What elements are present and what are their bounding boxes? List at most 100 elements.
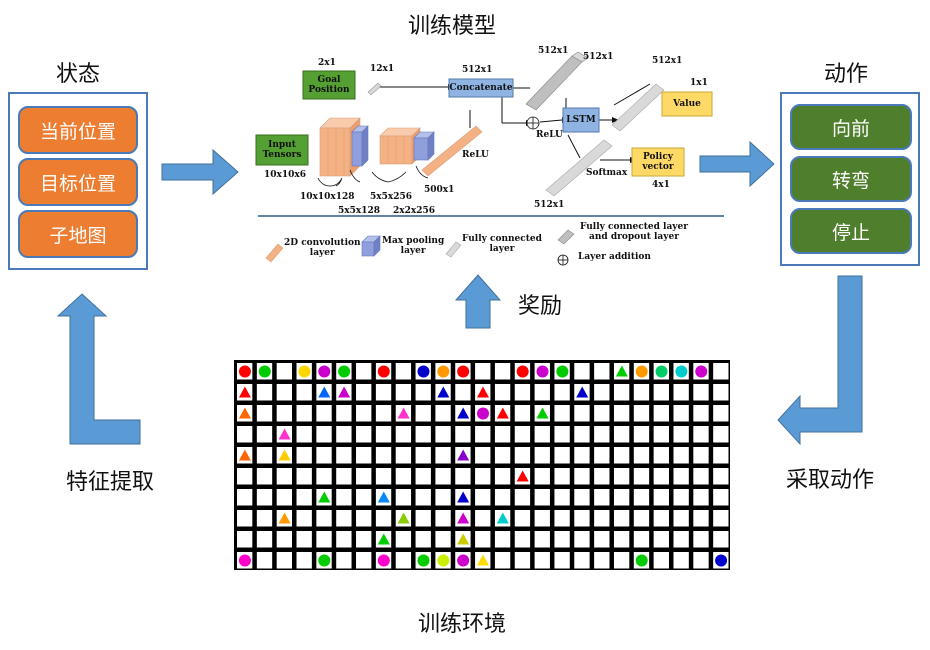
- reward-label: 奖励: [518, 294, 563, 319]
- legend-fc-icon: [445, 241, 462, 258]
- grid-cell: [435, 489, 451, 506]
- grid-cell: [594, 510, 610, 527]
- grid-cell: [237, 531, 253, 548]
- legend-pool-icon: [361, 235, 381, 257]
- grid-cell: [613, 384, 630, 401]
- goal-marker: [477, 407, 489, 420]
- grid-cell: [673, 468, 689, 485]
- grid-cell: [356, 552, 372, 569]
- grid-cell: [594, 405, 610, 422]
- grid-cell: [594, 447, 610, 464]
- goal-marker: [556, 365, 569, 378]
- grid-cell: [395, 447, 412, 464]
- grid-cell: [693, 447, 709, 464]
- grid-cell: [554, 531, 570, 548]
- grid-cell: [534, 510, 550, 527]
- arrow-take-action: [777, 275, 863, 446]
- grid-cell: [276, 363, 293, 380]
- grid-cell: [435, 531, 451, 548]
- agent-marker: [338, 386, 351, 398]
- grid-cell: [356, 489, 372, 506]
- concat-dim-label: 512x1: [462, 65, 493, 75]
- grid-cell: [514, 447, 531, 464]
- goal-fc-dim-label: 12x1: [370, 64, 395, 74]
- grid-cell: [673, 384, 689, 401]
- action-item-stop: 停止: [790, 208, 912, 254]
- goal-marker: [635, 554, 648, 567]
- grid-cell: [296, 384, 312, 401]
- grid-cell: [554, 510, 570, 527]
- grid-cell: [574, 447, 590, 464]
- agent-marker: [615, 365, 628, 377]
- fc-500-layer: [421, 125, 483, 177]
- grid-cell: [613, 426, 630, 443]
- train-model-title: 训练模型: [408, 14, 497, 39]
- grid-cell: [574, 363, 590, 380]
- input-tensors-box: [255, 134, 309, 166]
- grid-cell: [336, 489, 352, 506]
- grid-cell: [633, 447, 650, 464]
- grid-cell: [395, 363, 412, 380]
- policy-dim-label: 4x1: [652, 180, 670, 190]
- grid-cell: [316, 468, 332, 485]
- grid-cell: [356, 384, 372, 401]
- grid-cell: [375, 468, 392, 485]
- grid-cell: [693, 510, 709, 527]
- goal-marker: [318, 365, 331, 378]
- grid-cell: [613, 405, 630, 422]
- grid-cell: [415, 510, 431, 527]
- concat-box-label: Concatenate: [449, 83, 513, 93]
- agent-marker: [457, 449, 470, 461]
- grid-cell: [256, 489, 273, 506]
- agent-marker: [457, 407, 470, 419]
- grid-cell: [594, 426, 610, 443]
- grid-cell: [316, 405, 332, 422]
- grid-cell: [673, 510, 689, 527]
- grid-cell: [415, 447, 431, 464]
- grid-cell: [276, 489, 293, 506]
- grid-cell: [296, 531, 312, 548]
- grid-cell: [653, 531, 669, 548]
- agent-marker: [318, 386, 331, 398]
- grid-cell: [713, 405, 729, 422]
- grid-cell: [475, 531, 491, 548]
- input-box-label: Input Tensors: [256, 135, 308, 165]
- legend-add-label: Layer addition: [578, 252, 651, 262]
- pool1-block: [351, 125, 369, 167]
- fc-dropout-dim-a: 512x1: [538, 46, 569, 56]
- grid-cell: [514, 510, 531, 527]
- agent-marker: [318, 491, 331, 503]
- grid-cell: [494, 363, 511, 380]
- softmax-label: Softmax: [586, 168, 628, 178]
- grid-cell: [455, 384, 471, 401]
- agent-marker: [457, 512, 470, 524]
- grid-cell: [554, 552, 570, 569]
- grid-cell: [693, 531, 709, 548]
- grid-cell: [693, 552, 709, 569]
- grid-cell: [237, 510, 253, 527]
- agent-marker: [238, 407, 251, 419]
- grid-cell: [316, 510, 332, 527]
- goal-marker: [377, 554, 390, 567]
- grid-cell: [633, 510, 650, 527]
- grid-cell: [276, 552, 293, 569]
- state-item-submap: 子地图: [18, 210, 138, 258]
- grid-cell: [514, 489, 531, 506]
- agent-marker: [457, 533, 470, 545]
- grid-cell: [653, 405, 669, 422]
- goal-box-label: Goal Position: [303, 71, 355, 99]
- agent-marker: [278, 512, 291, 524]
- grid-cell: [594, 552, 610, 569]
- grid-cell: [256, 405, 273, 422]
- goal-marker: [377, 365, 390, 378]
- grid-cell: [276, 468, 293, 485]
- agent-marker: [477, 386, 489, 398]
- grid-cell: [574, 510, 590, 527]
- agent-marker: [477, 554, 489, 566]
- grid-cell: [613, 468, 630, 485]
- pool2-block: [413, 131, 435, 161]
- grid-cell: [494, 552, 511, 569]
- grid-cell: [336, 531, 352, 548]
- grid-cell: [435, 510, 451, 527]
